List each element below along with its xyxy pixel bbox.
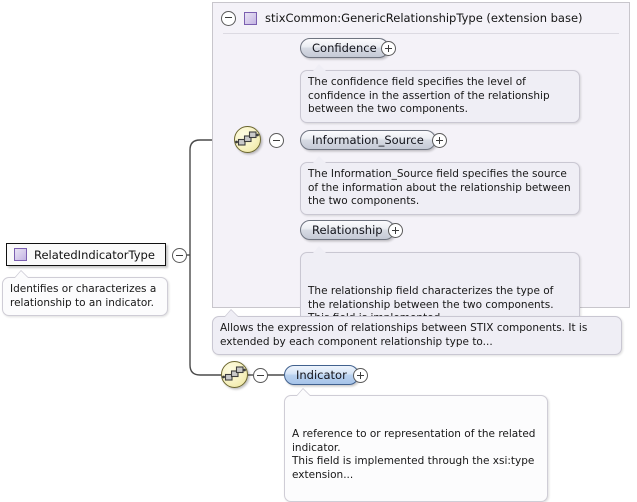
sequence-compositor-icon-own[interactable] [221, 361, 248, 388]
extension-compositor-toggle-icon[interactable] [269, 133, 284, 148]
element-label: RelatedIndicatorType [34, 247, 155, 262]
annotation-text: Allows the expression of relationships b… [220, 322, 588, 348]
annotation-text: Identifies or characterizes a relationsh… [10, 283, 157, 309]
element-label: Confidence [312, 41, 377, 55]
annotation-text: The Information_Source field specifies t… [308, 168, 571, 207]
extension-base-header: stixCommon:GenericRelationshipType (exte… [213, 3, 629, 33]
element-label: Indicator [296, 368, 347, 382]
element-information-source[interactable]: Information_Source [300, 130, 436, 150]
header-divider [223, 33, 619, 34]
annotation-text: A reference to or representation of the … [292, 428, 536, 481]
relationship-expand-toggle-icon[interactable] [388, 223, 403, 238]
extension-base-title: stixCommon:GenericRelationshipType (exte… [265, 11, 583, 25]
element-confidence[interactable]: Confidence [300, 38, 389, 58]
bubble-tail-icon [15, 270, 28, 278]
element-label: Relationship [312, 223, 383, 237]
sequence-compositor-icon-extension[interactable] [234, 126, 261, 153]
annotation-related-indicator-type: Identifies or characterizes a relationsh… [2, 270, 168, 316]
element-related-indicator-type[interactable]: RelatedIndicatorType [6, 243, 166, 266]
annotation-indicator: A reference to or representation of the … [284, 388, 548, 502]
type-square-icon [14, 248, 27, 261]
element-indicator[interactable]: Indicator [284, 365, 359, 385]
root-collapse-toggle-icon[interactable] [172, 248, 187, 263]
bubble-tail-icon [313, 63, 326, 71]
bubble-tail-icon [297, 388, 310, 396]
bubble-tail-icon [225, 309, 238, 317]
type-square-icon [244, 11, 257, 25]
annotation-information-source: The Information_Source field specifies t… [300, 155, 580, 215]
annotation-extension-base: Allows the expression of relationships b… [212, 309, 622, 355]
information-source-expand-toggle-icon[interactable] [432, 133, 447, 148]
bubble-tail-icon [313, 245, 326, 253]
annotation-text: The confidence field specifies the level… [308, 76, 550, 115]
annotation-confidence: The confidence field specifies the level… [300, 63, 580, 123]
extension-collapse-toggle-icon[interactable] [221, 10, 236, 26]
own-compositor-toggle-icon[interactable] [253, 368, 268, 383]
confidence-expand-toggle-icon[interactable] [381, 41, 396, 56]
element-relationship[interactable]: Relationship [300, 220, 395, 240]
bubble-tail-icon [313, 155, 326, 163]
element-label: Information_Source [312, 133, 424, 147]
indicator-expand-toggle-icon[interactable] [353, 368, 368, 383]
